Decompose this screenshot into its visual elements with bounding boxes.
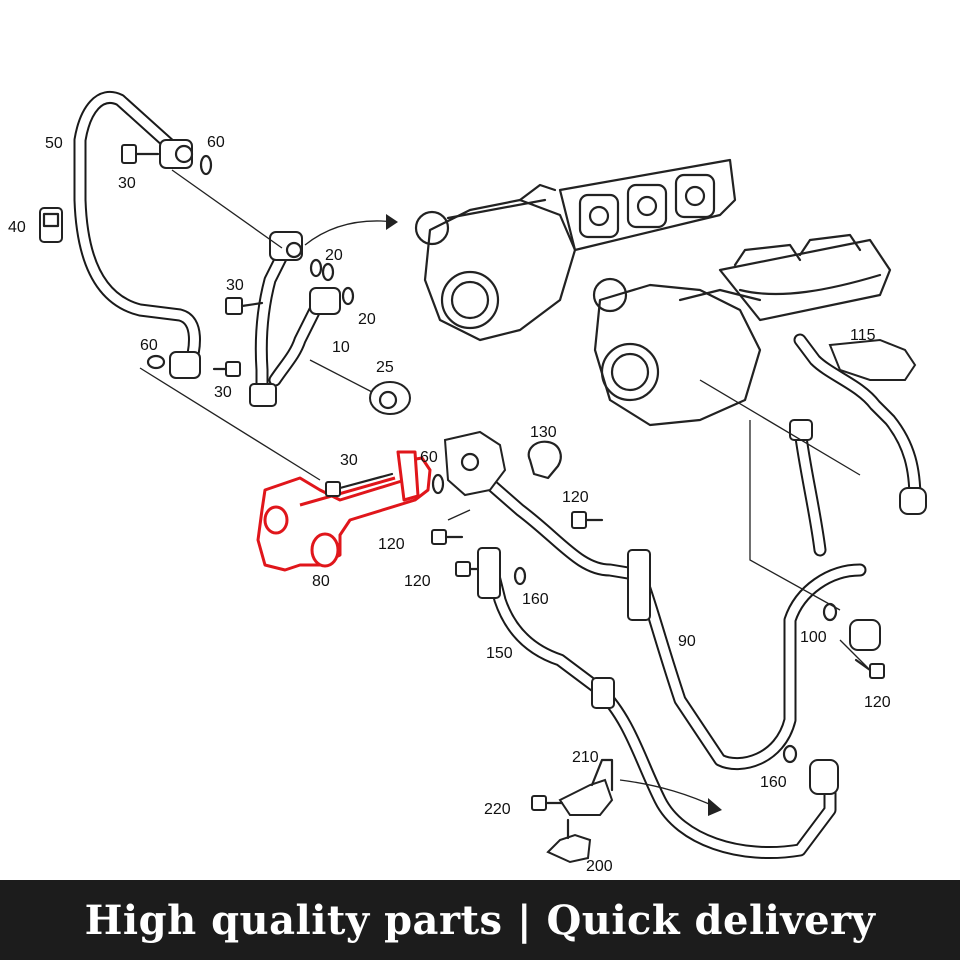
label-30-top: 30 bbox=[118, 175, 136, 192]
label-160-a: 160 bbox=[522, 591, 549, 608]
lower-turbocharger bbox=[592, 277, 762, 427]
label-120-a: 120 bbox=[562, 489, 589, 506]
bracket-210 bbox=[558, 758, 614, 816]
clip-40 bbox=[39, 207, 63, 243]
bolt-120a bbox=[571, 511, 604, 529]
label-30-left: 30 bbox=[214, 384, 232, 401]
clip-200 bbox=[546, 818, 592, 864]
upper-turbocharger bbox=[414, 183, 577, 342]
bolt-220 bbox=[531, 795, 564, 811]
label-120-d: 120 bbox=[864, 694, 891, 711]
sealing-ring-60a bbox=[199, 154, 213, 176]
sealing-ring-20a bbox=[309, 258, 335, 282]
label-130: 130 bbox=[530, 424, 557, 441]
clip-130 bbox=[527, 440, 562, 480]
label-210: 210 bbox=[572, 749, 599, 766]
oil-line-50 bbox=[73, 91, 201, 379]
bolt-120b bbox=[431, 529, 464, 545]
bolt-30a bbox=[121, 144, 160, 164]
highlighted-part-80 bbox=[256, 450, 432, 572]
sealing-ring-160a bbox=[513, 566, 527, 586]
oil-line-115 bbox=[789, 333, 927, 557]
label-115: 115 bbox=[850, 327, 876, 344]
label-60-left: 60 bbox=[140, 337, 158, 354]
label-40: 40 bbox=[8, 219, 26, 236]
lower-exhaust-manifold bbox=[718, 233, 892, 322]
bolt-30c bbox=[212, 361, 241, 377]
label-20-mid: 20 bbox=[358, 311, 376, 328]
label-10: 10 bbox=[332, 339, 350, 356]
sealing-ring-60c bbox=[431, 473, 445, 495]
sealing-ring-20b bbox=[341, 286, 355, 306]
sealing-ring-60b bbox=[146, 354, 166, 370]
label-60-top: 60 bbox=[207, 134, 225, 151]
label-200: 200 bbox=[586, 858, 613, 875]
exploded-parts-diagram: 50 60 30 40 20 30 20 10 60 30 25 30 60 1… bbox=[8, 91, 927, 875]
label-30-mid: 30 bbox=[226, 277, 244, 294]
label-120-b: 120 bbox=[378, 536, 405, 553]
oil-line-150 bbox=[477, 547, 839, 860]
leader-lines bbox=[139, 169, 869, 669]
sealing-ring-160b bbox=[782, 744, 798, 764]
bolt-120d bbox=[854, 658, 885, 679]
promo-banner: High quality parts | Quick delivery bbox=[0, 880, 960, 960]
label-160-b: 160 bbox=[760, 774, 787, 791]
label-25: 25 bbox=[376, 359, 394, 376]
label-90: 90 bbox=[678, 633, 696, 650]
label-220: 220 bbox=[484, 801, 511, 818]
bolt-30b bbox=[225, 297, 264, 315]
label-120-c: 120 bbox=[404, 573, 431, 590]
label-80: 80 bbox=[312, 573, 330, 590]
oil-line-90 bbox=[443, 430, 881, 771]
label-150: 150 bbox=[486, 645, 513, 662]
part-labels: 50 60 30 40 20 30 20 10 60 30 25 30 60 1… bbox=[8, 134, 891, 875]
bolt-30d bbox=[325, 472, 394, 497]
banner-text: High quality parts | Quick delivery bbox=[84, 896, 876, 944]
filter-25 bbox=[369, 381, 411, 415]
label-20-top: 20 bbox=[325, 247, 343, 264]
label-50: 50 bbox=[45, 135, 63, 152]
label-60-red: 60 bbox=[420, 449, 438, 466]
upper-exhaust-manifold bbox=[558, 158, 737, 252]
label-100: 100 bbox=[800, 629, 827, 646]
return-line-10 bbox=[249, 231, 341, 407]
label-30-red: 30 bbox=[340, 452, 358, 469]
